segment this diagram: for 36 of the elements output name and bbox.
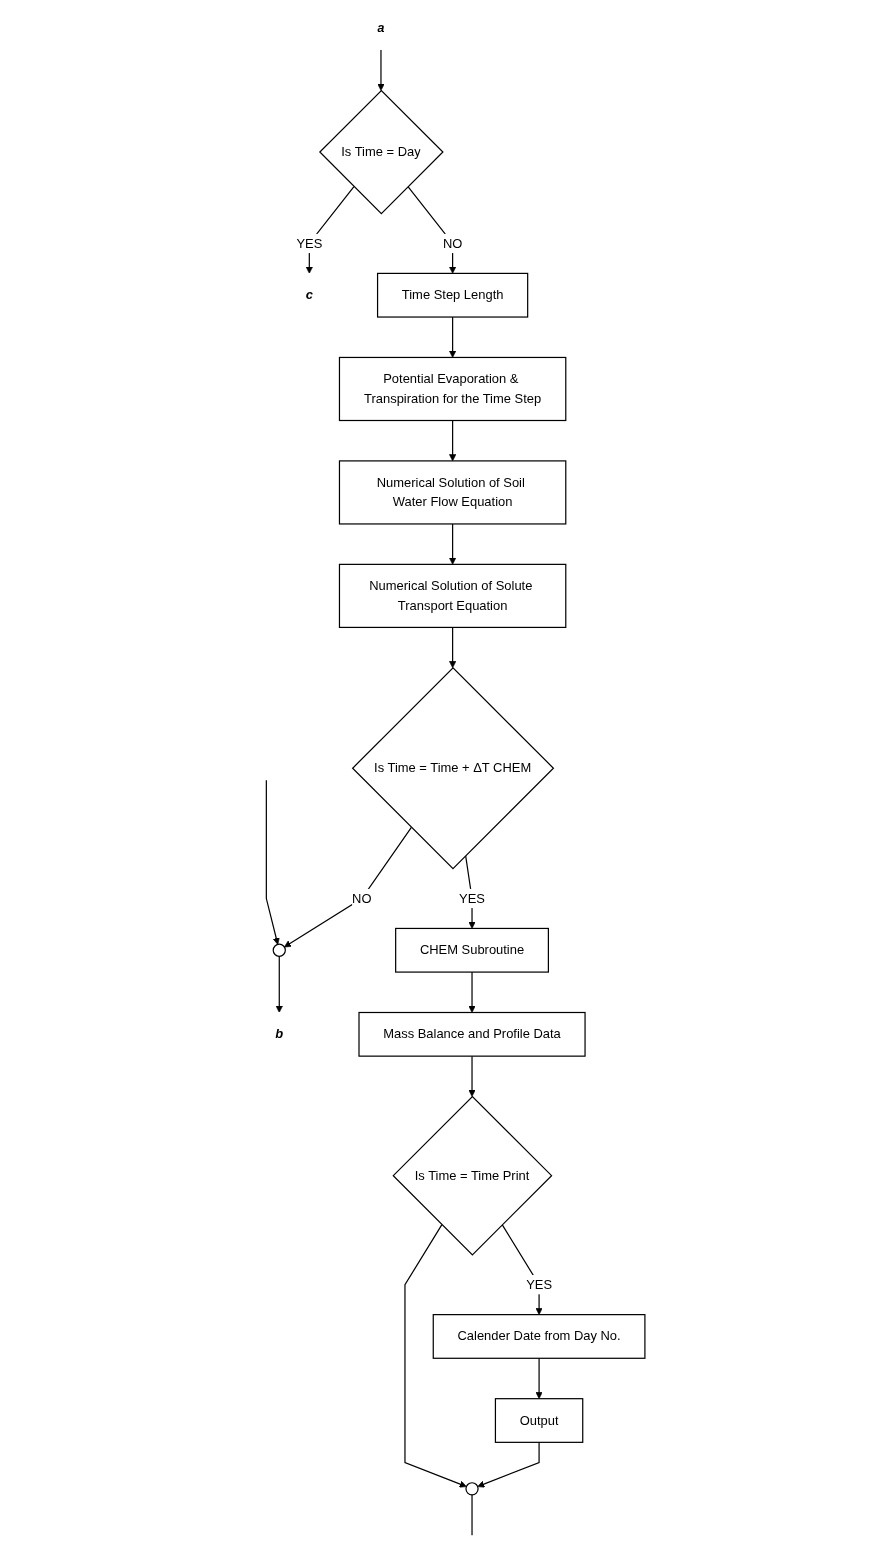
arrow bbox=[404, 1224, 467, 1488]
connector bbox=[471, 1494, 473, 1536]
edge-label: NO bbox=[352, 891, 372, 905]
arrow bbox=[275, 955, 283, 1013]
node-box: Numerical Solution of Soil Water Flow Equation bbox=[338, 460, 567, 525]
edge-label: NO bbox=[442, 236, 463, 250]
node-diamond: Is Time = Day bbox=[319, 89, 444, 215]
arrow bbox=[477, 1441, 540, 1488]
arrow bbox=[468, 971, 476, 1013]
node-box: Time Step Length bbox=[376, 272, 529, 318]
node-text: b bbox=[275, 1027, 284, 1041]
arrow bbox=[449, 626, 457, 669]
node-box: Mass Balance and Profile Data bbox=[358, 1011, 586, 1057]
node-box: Calender Date from Day No. bbox=[432, 1314, 646, 1359]
node-diamond: Is Time = Time + ΔT CHEM bbox=[351, 666, 555, 870]
arrow bbox=[265, 779, 280, 945]
arrow bbox=[284, 826, 412, 948]
arrow bbox=[468, 1055, 476, 1097]
node-text: c bbox=[305, 287, 313, 302]
arrow bbox=[449, 316, 457, 358]
node-circle bbox=[465, 1482, 479, 1496]
edge-label: YES bbox=[526, 1277, 553, 1292]
edge-label: YES bbox=[296, 236, 323, 250]
arrow bbox=[377, 49, 385, 91]
node-circle bbox=[272, 943, 286, 957]
node-box: Numerical Solution of Solute Transport Equation bbox=[338, 563, 567, 628]
node-box: Potential Evaporation & Transpiration for the Time Step bbox=[338, 356, 567, 422]
arrow bbox=[449, 419, 457, 462]
node-text: a bbox=[377, 21, 385, 35]
node-diamond: Is Time = Time Print bbox=[392, 1095, 553, 1256]
node-box: CHEM Subroutine bbox=[395, 927, 549, 973]
arrow bbox=[407, 185, 457, 274]
node-box: Output bbox=[494, 1398, 584, 1443]
edge-label: YES bbox=[459, 891, 485, 905]
arrow bbox=[449, 523, 457, 565]
arrow bbox=[535, 1357, 543, 1399]
